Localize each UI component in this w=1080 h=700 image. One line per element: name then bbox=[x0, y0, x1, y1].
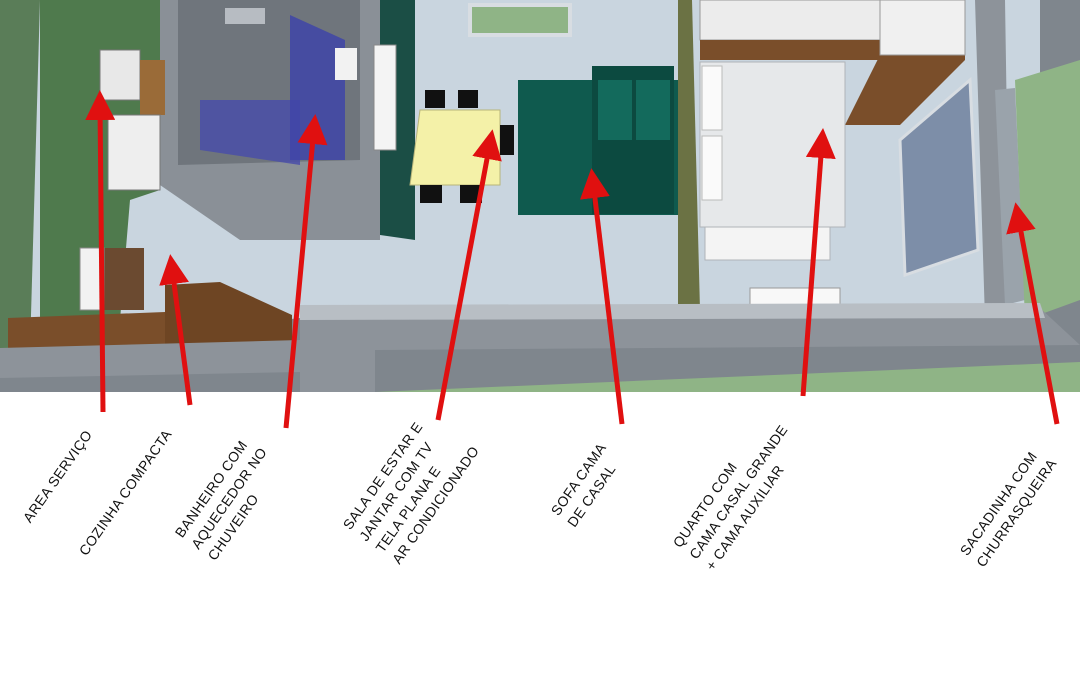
arrow-sala bbox=[435, 129, 502, 421]
wardrobe bbox=[699, 0, 881, 41]
sofa-cushion bbox=[598, 80, 632, 140]
chair bbox=[458, 90, 478, 108]
balcony-floor bbox=[995, 88, 1025, 305]
arrow-area-servico bbox=[85, 90, 116, 413]
laundry-sink bbox=[99, 49, 141, 101]
sofa-cushion bbox=[636, 80, 670, 140]
arrow-cozinha bbox=[159, 254, 193, 406]
shower-glass bbox=[200, 100, 300, 165]
wardrobe-doors bbox=[700, 40, 880, 60]
arrow-sofa bbox=[580, 168, 625, 425]
pillow bbox=[701, 135, 723, 201]
shower-glass-side bbox=[290, 15, 345, 160]
front-wall bbox=[300, 308, 1080, 392]
fridge bbox=[104, 248, 144, 310]
dresser-top bbox=[879, 0, 966, 56]
chair bbox=[420, 185, 442, 203]
arrow-banheiro bbox=[283, 114, 328, 429]
chair bbox=[460, 185, 482, 203]
balcony-door bbox=[898, 76, 980, 278]
laundry-cabinet bbox=[140, 60, 165, 115]
balcony-wall bbox=[975, 0, 1010, 320]
tv-unit bbox=[373, 44, 397, 151]
front-wall-top bbox=[300, 303, 1045, 320]
arrow-sacadinha bbox=[1006, 202, 1060, 425]
bathroom-vent bbox=[225, 8, 265, 24]
kitchen-cabinet bbox=[165, 282, 292, 345]
living-window bbox=[468, 3, 572, 37]
kitchen-counter bbox=[8, 312, 165, 348]
chair bbox=[425, 90, 445, 108]
toilet bbox=[335, 48, 357, 80]
service-area-wall bbox=[0, 0, 40, 355]
bedroom-divider bbox=[678, 0, 700, 310]
pillow bbox=[701, 65, 723, 131]
balcony-rail bbox=[1015, 60, 1080, 320]
auxiliary-bed bbox=[704, 226, 831, 261]
arrow-quarto bbox=[800, 128, 836, 397]
washing-machine bbox=[107, 114, 161, 191]
dining-table bbox=[409, 109, 501, 186]
chair bbox=[500, 125, 514, 155]
left-front-wall bbox=[0, 340, 300, 378]
